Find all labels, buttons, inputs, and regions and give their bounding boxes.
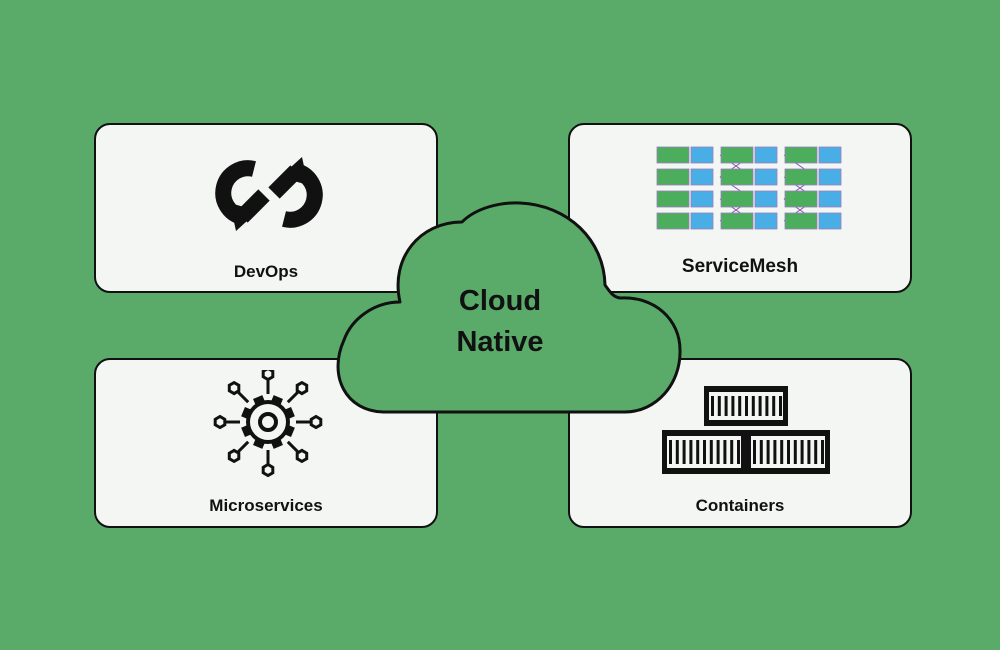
cloud-title-line-2: Native (456, 326, 544, 358)
network-spoke (286, 440, 299, 453)
containers-label: Containers (695, 496, 785, 515)
network-spoke (237, 391, 250, 404)
microservices-label: Microservices (209, 496, 323, 515)
network-spoke (286, 391, 299, 404)
devops-label: DevOps (233, 262, 299, 281)
network-node (227, 380, 241, 396)
container-box (746, 430, 830, 474)
mesh-node-pair (656, 146, 714, 164)
mesh-node-pair (720, 168, 778, 186)
network-node (227, 448, 241, 464)
mesh-node-pair (784, 146, 842, 164)
network-node (295, 448, 309, 464)
stacked-containers-icon (662, 386, 830, 474)
network-node (261, 462, 275, 478)
network-node (213, 414, 227, 430)
devops-loop-icon (215, 157, 323, 231)
network-node (261, 370, 275, 382)
cloud-title-line-1: Cloud (458, 285, 542, 317)
service-mesh-grid-icon (656, 146, 842, 230)
mesh-node-pair (656, 190, 714, 208)
network-node (309, 414, 323, 430)
mesh-node-pair (784, 212, 842, 230)
containers-card: Containers (568, 358, 912, 528)
mesh-node-pair (720, 190, 778, 208)
gear-network-icon (213, 370, 323, 478)
mesh-node-pair (784, 168, 842, 186)
mesh-node-pair (656, 168, 714, 186)
container-box (662, 430, 746, 474)
network-spoke (237, 440, 250, 453)
mesh-node-pair (720, 212, 778, 230)
mesh-node-pair (656, 212, 714, 230)
servicemesh-label: ServiceMesh (681, 256, 799, 277)
mesh-node-pair (720, 146, 778, 164)
devops-card: DevOps (94, 123, 438, 293)
container-box (704, 386, 788, 426)
mesh-node-pair (784, 190, 842, 208)
network-node (295, 380, 309, 396)
servicemesh-card: ServiceMesh (568, 123, 912, 293)
